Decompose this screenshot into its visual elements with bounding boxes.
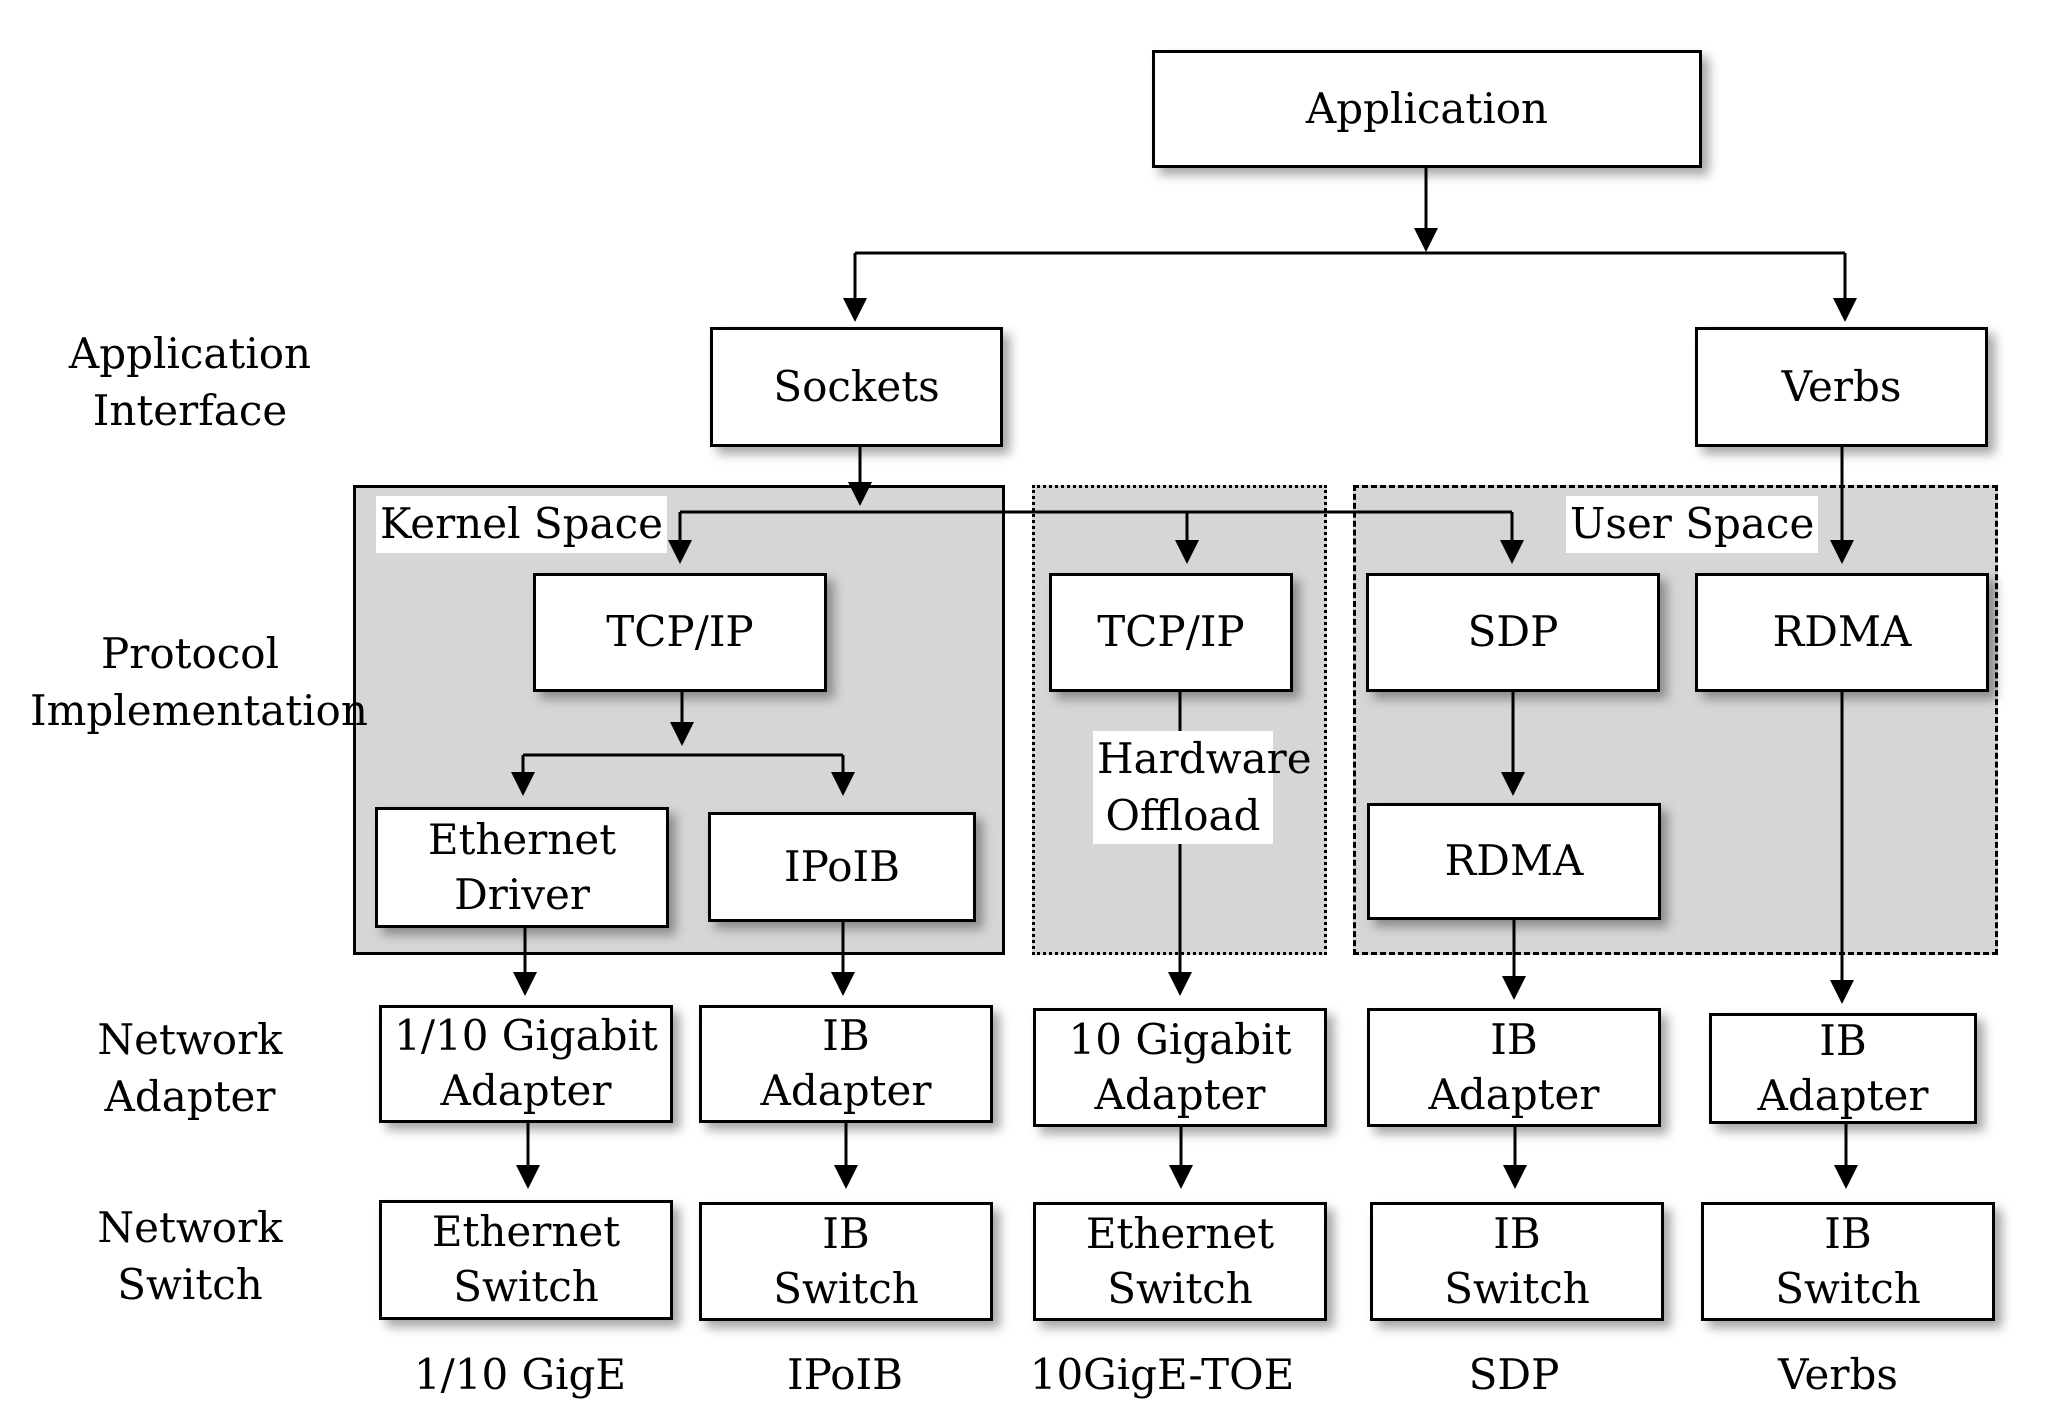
column-label-toe: 10GigE-TOE <box>1029 1350 1295 1399</box>
column-label-sdp: SDP <box>1468 1350 1560 1399</box>
adapter-gige-box: 1/10 Gigabit Adapter <box>379 1005 673 1123</box>
row-label-network-adapter: Network Adapter <box>97 1015 283 1121</box>
switch-sdp-box: IB Switch <box>1370 1202 1664 1321</box>
hardware-offload-label: Hardware Offload <box>1093 731 1312 844</box>
rdma-sdp-box: RDMA <box>1367 803 1661 920</box>
ipoib-box: IPoIB <box>708 812 976 922</box>
tcpip-toe-box: TCP/IP <box>1049 573 1293 692</box>
column-label-verbs: Verbs <box>1778 1350 1898 1399</box>
adapter-verbs-box: IB Adapter <box>1709 1013 1977 1124</box>
sdp-box: SDP <box>1366 573 1660 692</box>
adapter-ipoib-box: IB Adapter <box>699 1005 993 1123</box>
ethernet-driver-box: Ethernet Driver <box>375 807 669 928</box>
switch-ipoib-box: IB Switch <box>699 1202 993 1321</box>
sockets-box: Sockets <box>710 327 1003 447</box>
column-label-ipoib: IPoIB <box>787 1350 903 1399</box>
verbs-box: Verbs <box>1695 327 1988 447</box>
row-label-network-switch: Network Switch <box>97 1203 283 1309</box>
rdma-verbs-box: RDMA <box>1695 573 1989 692</box>
application-box: Application <box>1152 50 1702 168</box>
row-label-protocol-implementation: Protocol Implementation <box>30 629 368 735</box>
kernel-space-label: Kernel Space <box>376 496 667 553</box>
adapter-sdp-box: IB Adapter <box>1367 1008 1661 1127</box>
switch-gige-box: Ethernet Switch <box>379 1200 673 1320</box>
row-label-application-interface: Application Interface <box>68 329 312 435</box>
adapter-toe-box: 10 Gigabit Adapter <box>1033 1008 1327 1127</box>
switch-toe-box: Ethernet Switch <box>1033 1202 1327 1321</box>
user-space-label: User Space <box>1566 496 1819 553</box>
column-label-gige: 1/10 GigE <box>413 1350 627 1399</box>
switch-verbs-box: IB Switch <box>1701 1202 1995 1321</box>
tcpip-kernel-box: TCP/IP <box>533 573 827 692</box>
